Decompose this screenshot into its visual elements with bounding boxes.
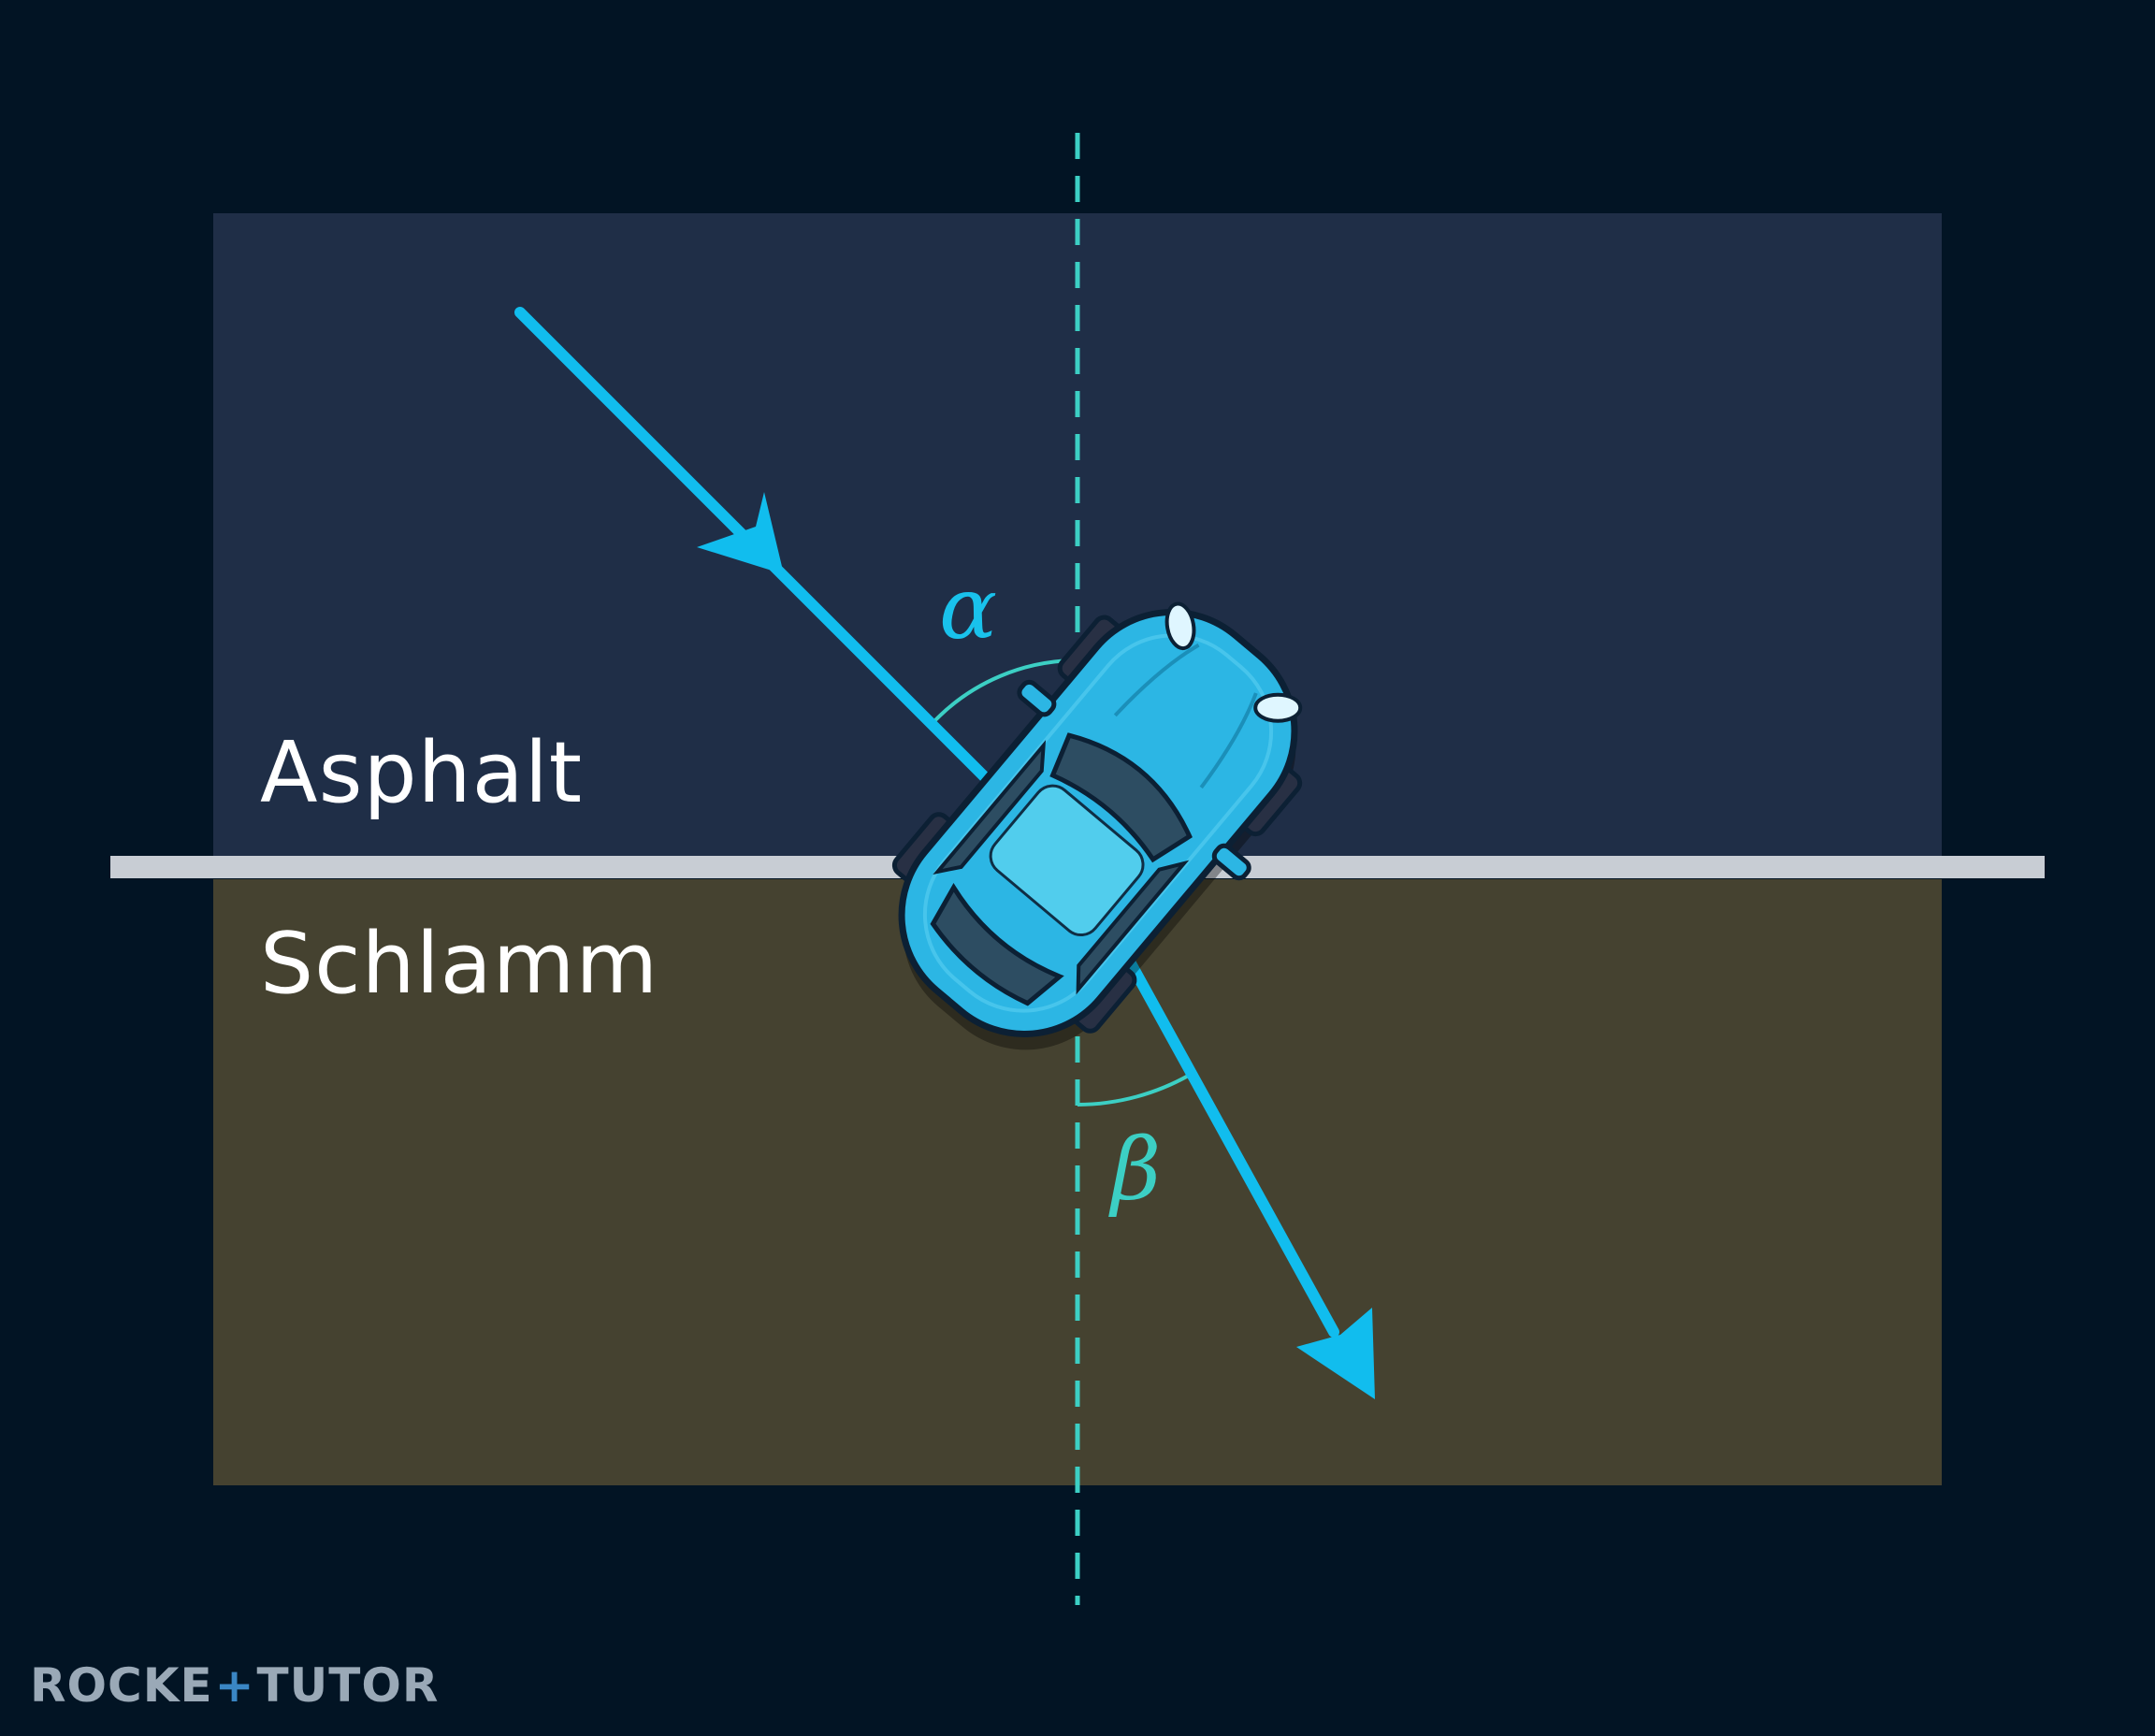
region-label-schlamm: Schlamm xyxy=(260,915,659,1013)
car-mirror-right xyxy=(1211,843,1251,881)
car-rear-window xyxy=(930,883,1064,1006)
car-body-highlight xyxy=(922,633,1274,1013)
incident-ray-arrowhead xyxy=(697,492,784,574)
car-headlight-left xyxy=(1164,601,1196,651)
logo-text-left: ROCKE xyxy=(30,1658,213,1713)
car-windshield xyxy=(1049,732,1193,863)
refracted-ray-arrowhead xyxy=(1296,1308,1375,1399)
car-side-window-right xyxy=(1076,860,1190,995)
region-label-asphalt: Asphalt xyxy=(260,724,584,822)
angle-label-beta: β xyxy=(1111,1120,1162,1220)
logo-mark: + xyxy=(214,1658,255,1713)
car-roof xyxy=(989,784,1145,937)
car-headlight-right xyxy=(1253,692,1303,723)
logo-text-right: TUTOR xyxy=(256,1658,440,1713)
car-side-window-left xyxy=(933,740,1047,875)
angle-label-alpha: α xyxy=(939,558,998,658)
car-hood-line-left xyxy=(1113,643,1200,717)
rockettutor-logo: ROCKE+TUTOR xyxy=(30,1657,439,1714)
car-icon xyxy=(891,601,1303,1050)
angle-arc-alpha xyxy=(933,658,1078,722)
refracted-ray xyxy=(1115,939,1339,1338)
car-mirror-left xyxy=(1017,679,1057,717)
angle-arc-beta xyxy=(1077,1072,1193,1107)
car-hood-line-right xyxy=(1199,692,1258,789)
